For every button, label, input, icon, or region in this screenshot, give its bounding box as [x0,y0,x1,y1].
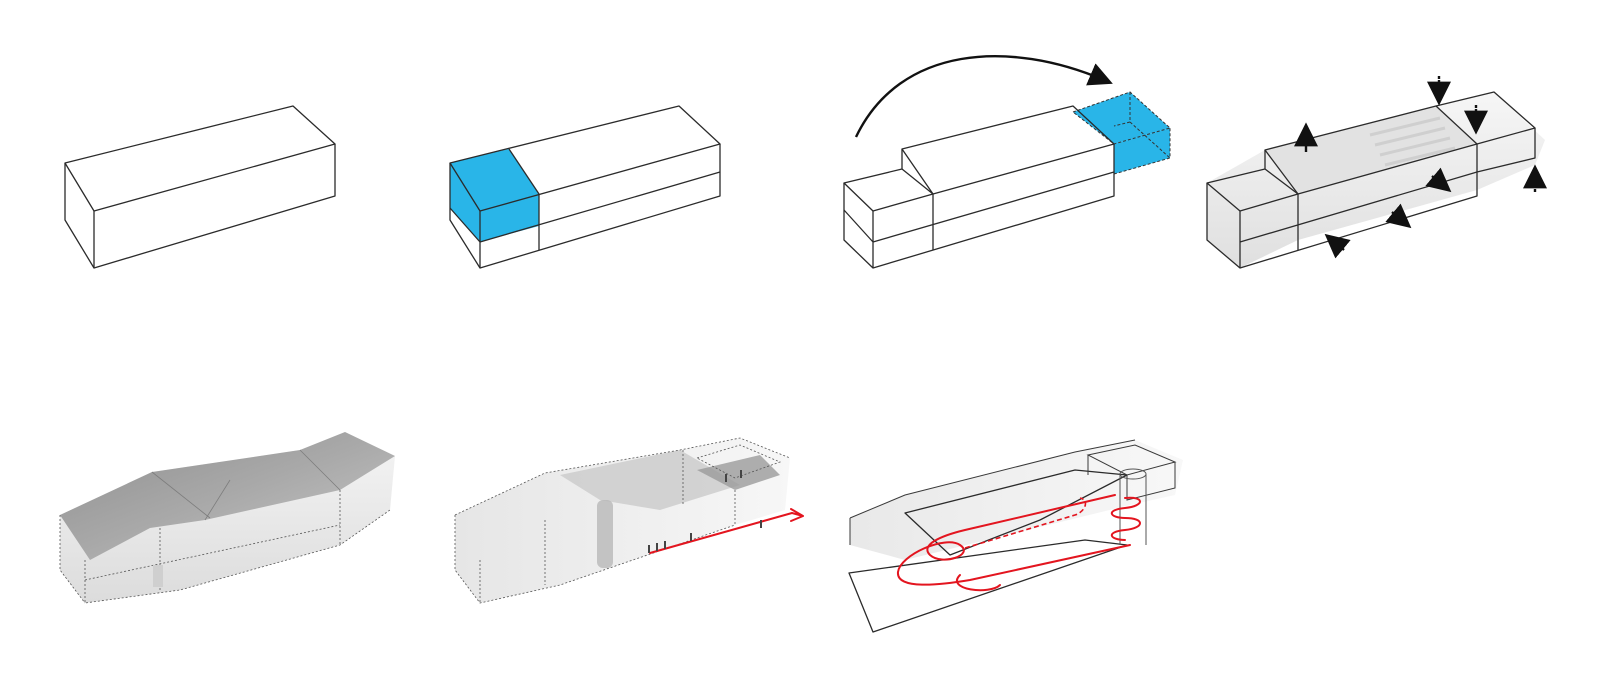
highlight-top-face [450,149,539,211]
step-2-highlighted-module [449,105,721,269]
moved-module-top [1073,92,1170,144]
step-6-visitor-entry-route [454,437,804,604]
visitor-figures [648,470,762,553]
highlight-front-face [480,194,539,242]
shift-arrow [854,55,1113,138]
step-1-base-volume [64,105,336,269]
moved-module-front [1114,128,1170,174]
entry-route-line [649,508,804,554]
step-7-circulation-loop [848,439,1183,633]
upper-floor-plate [904,469,1128,556]
vertical-core [597,500,613,568]
step-3-module-shift [843,55,1172,269]
step-4-surface-deformation [1206,76,1547,269]
push-arrows [1294,76,1547,259]
step-5-sculpted-envelope [59,432,395,604]
highlight-side-face [450,163,480,242]
circulation-path [896,494,1131,586]
